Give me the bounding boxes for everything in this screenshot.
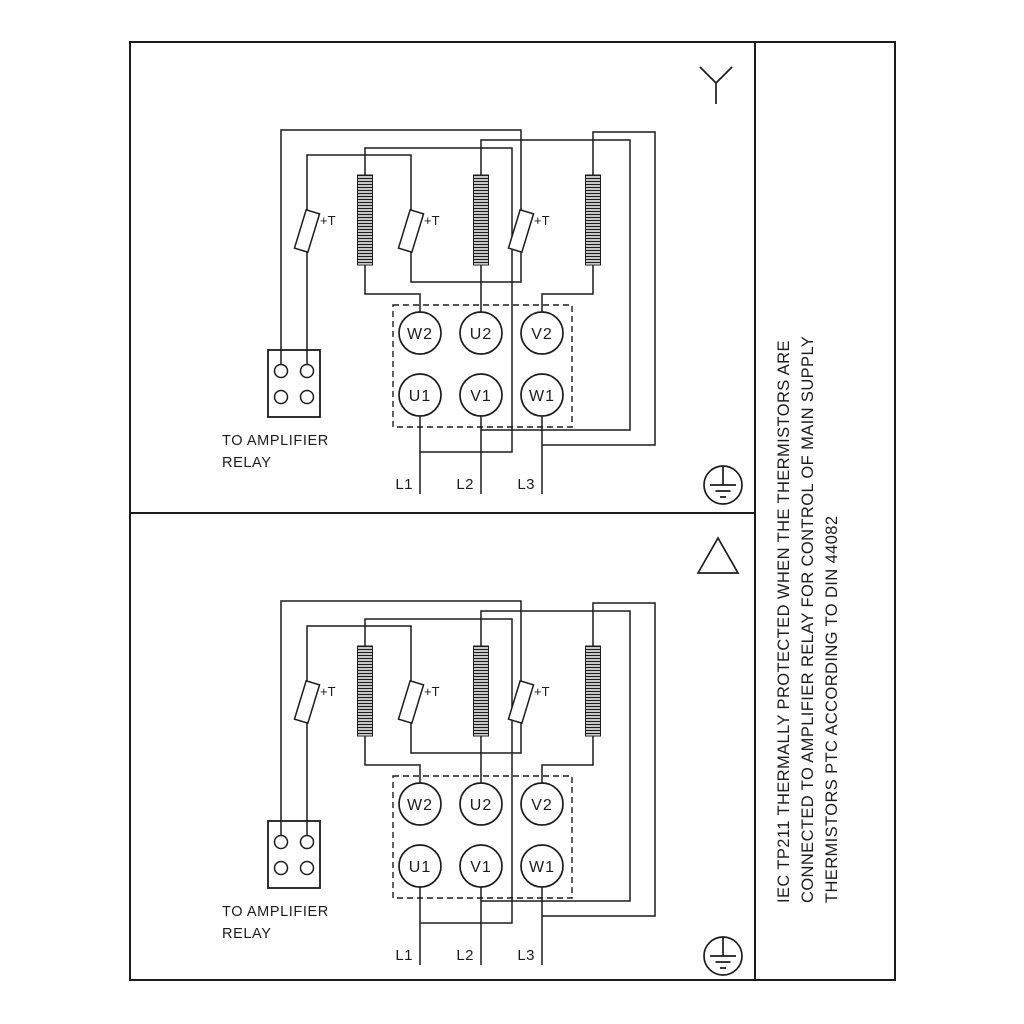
amplifier-relay-box <box>267 349 321 418</box>
thermistor-2 <box>397 679 425 725</box>
supply-label-L3: L3 <box>517 947 535 964</box>
terminal-U2: U2 <box>459 311 503 355</box>
svg-text:W2: W2 <box>407 797 433 814</box>
terminal-U2: U2 <box>459 782 503 826</box>
svg-text:V2: V2 <box>531 797 553 814</box>
svg-text:W2: W2 <box>407 326 433 343</box>
supply-label-L2: L2 <box>456 947 474 964</box>
wye-icon <box>699 66 733 104</box>
thermistor-3-label: +T <box>534 213 550 228</box>
thermistor-2 <box>397 208 425 254</box>
panel-star-connection: +T +T +T W2 U2 V2 U1 V1 W1 <box>222 66 743 505</box>
supply-wires <box>419 416 543 494</box>
delta-icon <box>696 536 740 574</box>
svg-text:U2: U2 <box>470 326 492 343</box>
supply-label-L3: L3 <box>517 476 535 493</box>
thermistor-1-label: +T <box>320 213 336 228</box>
terminal-W1: W1 <box>520 373 564 417</box>
terminal-block-outline <box>392 304 573 428</box>
relay-terminal-2 <box>299 834 315 850</box>
terminal-W2: W2 <box>398 782 442 826</box>
thermistor-3 <box>507 679 535 725</box>
terminal-V2: V2 <box>520 311 564 355</box>
svg-text:V1: V1 <box>470 859 492 876</box>
relay-label-line1: TO AMPLIFIER <box>222 904 329 920</box>
relay-label-line2: RELAY <box>222 926 271 942</box>
winding-bar-2 <box>473 645 489 737</box>
relay-label-line1: TO AMPLIFIER <box>222 433 329 449</box>
svg-text:W1: W1 <box>529 388 555 405</box>
amplifier-relay-box <box>267 820 321 889</box>
thermistor-1 <box>293 679 321 725</box>
side-note-line-2: CONNECTED TO AMPLIFIER RELAY FOR CONTROL… <box>799 336 817 903</box>
winding-bar-3 <box>585 174 601 266</box>
thermistor-2-label: +T <box>424 213 440 228</box>
thermistor-circuit-wires <box>280 129 522 365</box>
thermistor-2-label: +T <box>424 684 440 699</box>
supply-wires <box>419 887 543 965</box>
svg-text:U1: U1 <box>409 388 431 405</box>
terminal-U1: U1 <box>398 373 442 417</box>
svg-text:U1: U1 <box>409 859 431 876</box>
svg-text:V1: V1 <box>470 388 492 405</box>
outer-border <box>129 41 896 981</box>
terminal-W1: W1 <box>520 844 564 888</box>
terminal-U1: U1 <box>398 844 442 888</box>
thermistor-1 <box>293 208 321 254</box>
side-note: IEC TP211 THERMALLY PROTECTED WHEN THE T… <box>775 336 841 903</box>
terminal-block-outline <box>392 775 573 899</box>
earth-ground-icon <box>703 465 743 505</box>
winding-bar-3 <box>585 645 601 737</box>
terminal-V1: V1 <box>459 844 503 888</box>
winding-wires <box>364 602 656 924</box>
winding-bar-2 <box>473 174 489 266</box>
relay-terminal-1 <box>273 834 289 850</box>
panel-delta-connection: +T +T +T W2 U2 V2 U1 V1 W1 TO AMP <box>222 536 743 976</box>
thermistor-circuit-wires <box>280 600 522 836</box>
svg-text:V2: V2 <box>531 326 553 343</box>
relay-terminal-1 <box>273 363 289 379</box>
relay-terminal-3 <box>273 389 289 405</box>
winding-wires <box>364 131 656 453</box>
relay-terminal-4 <box>299 389 315 405</box>
svg-text:U2: U2 <box>470 797 492 814</box>
supply-label-L1: L1 <box>395 476 413 493</box>
winding-bar-1 <box>357 174 373 266</box>
thermistor-1-label: +T <box>320 684 336 699</box>
winding-bar-1 <box>357 645 373 737</box>
supply-label-L2: L2 <box>456 476 474 493</box>
side-note-line-1: IEC TP211 THERMALLY PROTECTED WHEN THE T… <box>775 340 793 903</box>
thermistor-3 <box>507 208 535 254</box>
supply-label-L1: L1 <box>395 947 413 964</box>
thermistor-3-label: +T <box>534 684 550 699</box>
svg-text:W1: W1 <box>529 859 555 876</box>
terminal-V1: V1 <box>459 373 503 417</box>
terminal-W2: W2 <box>398 311 442 355</box>
relay-label-line2: RELAY <box>222 455 271 471</box>
relay-terminal-2 <box>299 363 315 379</box>
terminal-V2: V2 <box>520 782 564 826</box>
relay-terminal-3 <box>273 860 289 876</box>
earth-ground-icon <box>703 936 743 976</box>
relay-terminal-4 <box>299 860 315 876</box>
side-note-line-3: THERMISTORS PTC ACCORDING TO DIN 44082 <box>823 516 841 903</box>
